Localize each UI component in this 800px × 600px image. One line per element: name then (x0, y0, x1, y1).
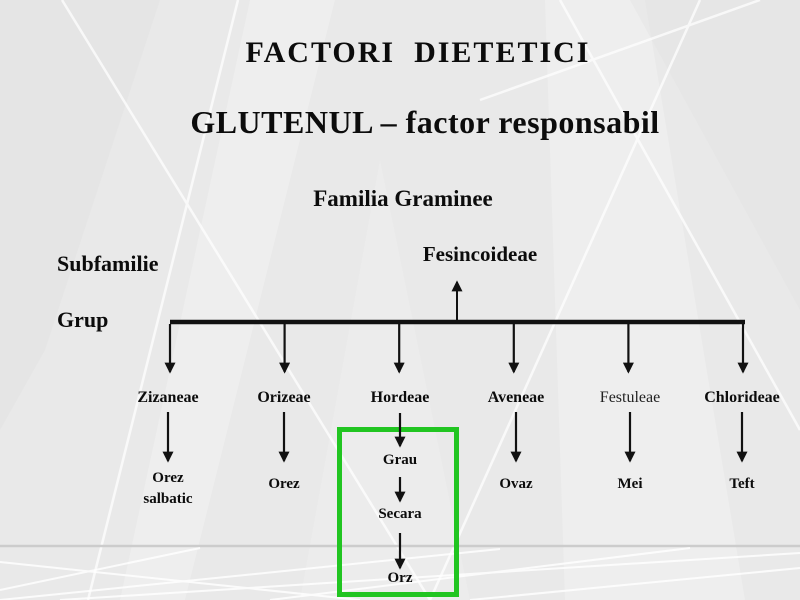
group-orizeae: Orizeae (257, 389, 311, 406)
slide-title: FACTORI DIETETICI (245, 36, 591, 69)
node-orez-salbatic-line1: Orez (152, 470, 184, 486)
node-orz: Orz (387, 570, 413, 586)
node-orez: Orez (268, 476, 300, 492)
background-wedge (545, 0, 745, 600)
background-wedge (300, 160, 470, 600)
background-streaks (60, 0, 800, 600)
arrows-groups-to-cereals (162, 412, 748, 463)
highlight-box (337, 427, 459, 597)
group-zizaneae: Zizaneae (137, 389, 199, 406)
group-hordeae: Hordeae (370, 389, 430, 406)
node-orez-salbatic: Orez salbatic (143, 468, 192, 510)
background-wedge (0, 0, 160, 430)
node-orez-salbatic-line2: salbatic (143, 491, 193, 507)
group-aveneae: Aveneae (487, 389, 545, 406)
slide-subtitle: GLUTENUL – factor responsabil (190, 104, 660, 140)
group-festuleae: Festuleae (599, 389, 661, 406)
node-secara: Secara (378, 506, 422, 522)
group-chlorideae: Chlorideae (704, 389, 780, 406)
subfamily-name: Fesincoideae (422, 242, 538, 266)
background-wedge (630, 0, 800, 310)
node-teft: Teft (729, 476, 755, 492)
subfamily-label: Subfamilie (57, 251, 159, 276)
node-grau: Grau (382, 452, 418, 468)
group-label: Grup (57, 307, 109, 332)
node-mei: Mei (617, 476, 643, 492)
arrows-bar-to-groups (164, 324, 749, 374)
family-heading: Familia Graminee (313, 186, 493, 211)
background-wedge (120, 0, 335, 600)
node-ovaz: Ovaz (499, 476, 533, 492)
